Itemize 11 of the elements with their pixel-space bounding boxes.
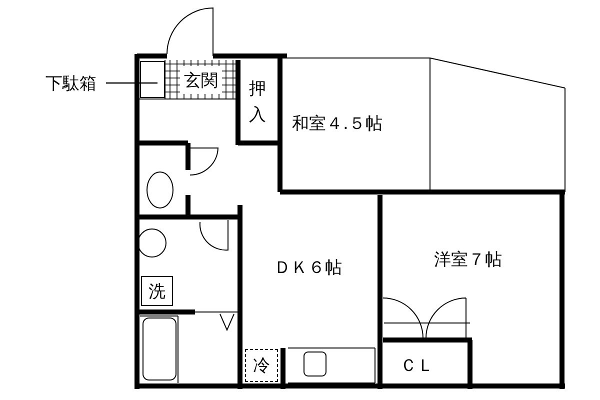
room-label: 和室４.５帖: [292, 113, 382, 135]
shoe-cabinet: [140, 61, 165, 98]
leader-line: [106, 82, 158, 84]
room-label: ＤＫ６帖: [274, 257, 342, 279]
closet-label: ＣＬ: [400, 355, 434, 377]
entrance-label: 玄関: [180, 66, 222, 94]
closet-label: 押入: [249, 78, 267, 127]
washer-space: 洗: [141, 276, 173, 306]
room-label: 洋室７帖: [434, 249, 502, 271]
shoe-cabinet-label: 下駄箱: [40, 72, 102, 94]
fridge-space: 冷: [245, 349, 278, 382]
